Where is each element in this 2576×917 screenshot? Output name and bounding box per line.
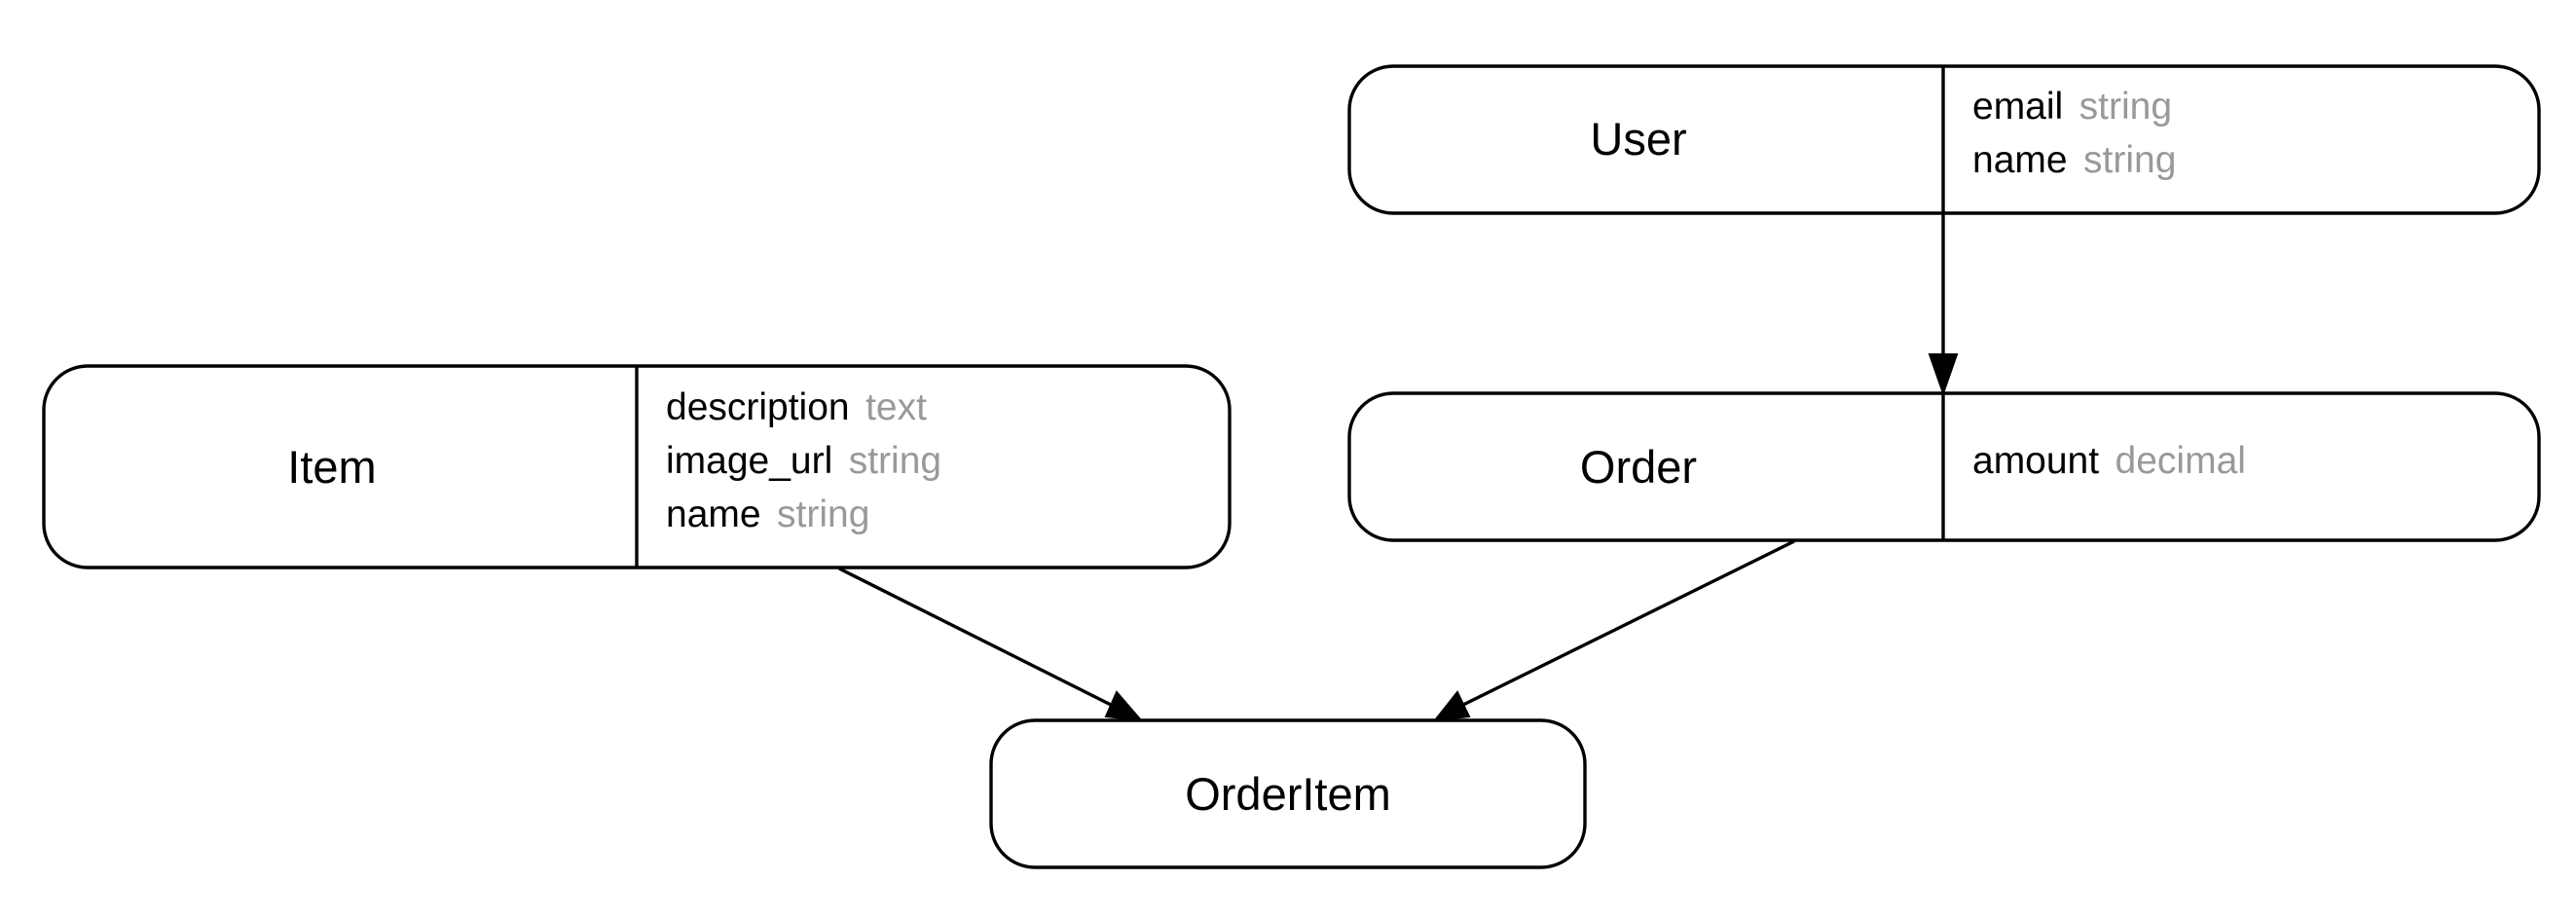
attribute-row: amount decimal xyxy=(1972,440,2246,482)
attribute-type: string xyxy=(849,440,941,482)
attribute-row: image_url string xyxy=(666,440,941,482)
attribute-name: description xyxy=(666,386,850,428)
attribute-row: email string xyxy=(1972,86,2172,128)
arrowhead-icon xyxy=(1104,690,1144,722)
attribute-name: name xyxy=(666,494,761,535)
edge-order-orderitem xyxy=(1432,539,1795,722)
attribute-type: string xyxy=(2079,86,2172,128)
arrowhead-icon xyxy=(1928,353,1959,397)
edge-user-order xyxy=(1928,214,1959,397)
entity-name: Order xyxy=(1580,441,1697,493)
entity-item: Item description text image_url string n… xyxy=(42,364,1232,569)
attribute-row: name string xyxy=(1972,139,2176,181)
attribute-type: decimal xyxy=(2116,440,2246,482)
entity-box xyxy=(989,718,1587,869)
attribute-type: string xyxy=(777,494,869,535)
attribute-name: name xyxy=(1972,139,2068,181)
entity-name: User xyxy=(1590,113,1686,165)
entity-order: Order amount decimal xyxy=(1347,391,2541,542)
attribute-type: string xyxy=(2083,139,2176,181)
edges xyxy=(838,214,1959,722)
entity-name: Item xyxy=(287,441,376,493)
edge-item-orderitem xyxy=(838,567,1144,722)
entity-name: OrderItem xyxy=(1185,768,1391,820)
edge-line xyxy=(838,567,1112,707)
attribute-name: image_url xyxy=(666,440,832,482)
attribute-name: email xyxy=(1972,86,2063,128)
attribute-row: description text xyxy=(666,386,927,428)
arrowhead-icon xyxy=(1432,690,1471,722)
entity-user: User email string name string xyxy=(1347,64,2541,215)
attribute-name: amount xyxy=(1972,440,2099,482)
edge-line xyxy=(1462,539,1795,707)
attribute-type: text xyxy=(865,386,927,428)
attribute-row: name string xyxy=(666,494,869,535)
entity-orderitem: OrderItem xyxy=(989,718,1587,869)
